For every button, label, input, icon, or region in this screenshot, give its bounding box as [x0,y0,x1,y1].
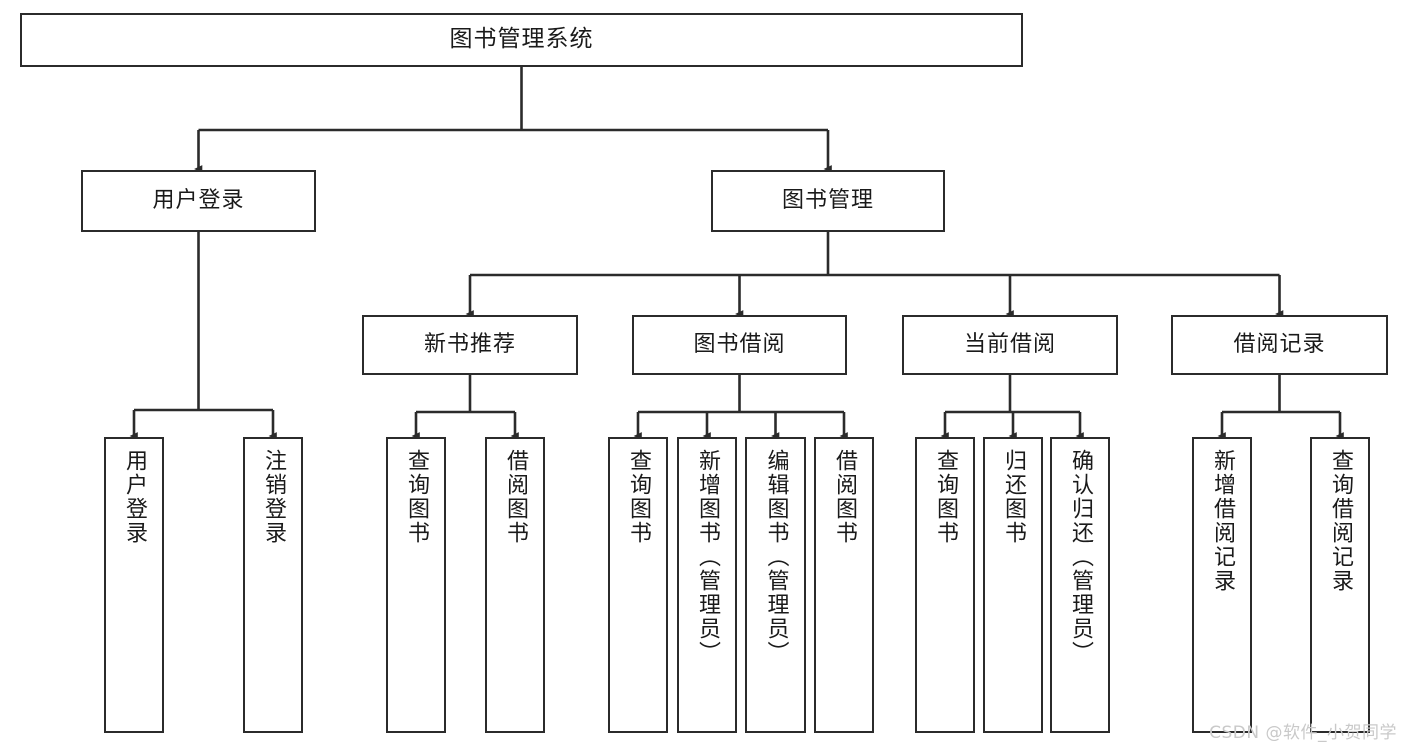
node-leaf-borrow-book-label: 借阅图书 [831,449,857,545]
node-book-manage[interactable]: 图书管理 [711,170,945,232]
node-leaf-add-borrow-record-label: 新增借阅记录 [1209,449,1235,593]
node-leaf-confirm-return-label: 确认归还（管理员） [1067,449,1093,665]
node-leaf-logout-login-label: 注销登录 [260,449,286,545]
node-leaf-edit-book-label: 编辑图书（管理员） [763,449,789,665]
node-leaf-confirm-return[interactable]: 确认归还（管理员） [1050,437,1110,733]
watermark-text: CSDN @软件_小贺同学 [1209,723,1397,743]
node-root[interactable]: 图书管理系统 [20,13,1023,67]
node-leaf-user-login-label: 用户登录 [121,449,147,545]
node-book-borrow-label: 图书借阅 [693,331,786,357]
node-leaf-add-borrow-record[interactable]: 新增借阅记录 [1192,437,1252,733]
node-leaf-query-book-borrow[interactable]: 查询图书 [608,437,668,733]
node-leaf-add-book-label: 新增图书（管理员） [694,449,720,665]
node-leaf-query-book-borrow-label: 查询图书 [625,449,651,545]
node-user-login[interactable]: 用户登录 [81,170,316,232]
node-leaf-user-login[interactable]: 用户登录 [104,437,164,733]
node-leaf-query-book-cur[interactable]: 查询图书 [915,437,975,733]
node-user-login-label: 用户登录 [152,187,245,213]
node-leaf-edit-book[interactable]: 编辑图书（管理员） [745,437,806,733]
node-book-manage-label: 图书管理 [781,187,874,213]
node-new-book-recommend-label: 新书推荐 [423,331,516,357]
node-borrow-record[interactable]: 借阅记录 [1171,315,1388,375]
node-leaf-add-book[interactable]: 新增图书（管理员） [677,437,737,733]
node-current-borrow-label: 当前借阅 [963,331,1056,357]
node-book-borrow[interactable]: 图书借阅 [632,315,847,375]
node-leaf-borrow-book-rec[interactable]: 借阅图书 [485,437,545,733]
node-borrow-record-label: 借阅记录 [1233,331,1326,357]
node-root-label: 图书管理系统 [449,26,594,53]
node-leaf-logout-login[interactable]: 注销登录 [243,437,303,733]
node-leaf-query-book-rec[interactable]: 查询图书 [386,437,446,733]
node-leaf-borrow-book[interactable]: 借阅图书 [814,437,874,733]
node-leaf-query-borrow-record[interactable]: 查询借阅记录 [1310,437,1370,733]
node-current-borrow[interactable]: 当前借阅 [902,315,1118,375]
node-leaf-query-book-rec-label: 查询图书 [403,449,429,545]
node-leaf-borrow-book-rec-label: 借阅图书 [502,449,528,545]
node-leaf-return-book-label: 归还图书 [1000,449,1026,545]
node-leaf-return-book[interactable]: 归还图书 [983,437,1043,733]
node-leaf-query-borrow-record-label: 查询借阅记录 [1327,449,1353,593]
node-new-book-recommend[interactable]: 新书推荐 [362,315,578,375]
node-leaf-query-book-cur-label: 查询图书 [932,449,958,545]
